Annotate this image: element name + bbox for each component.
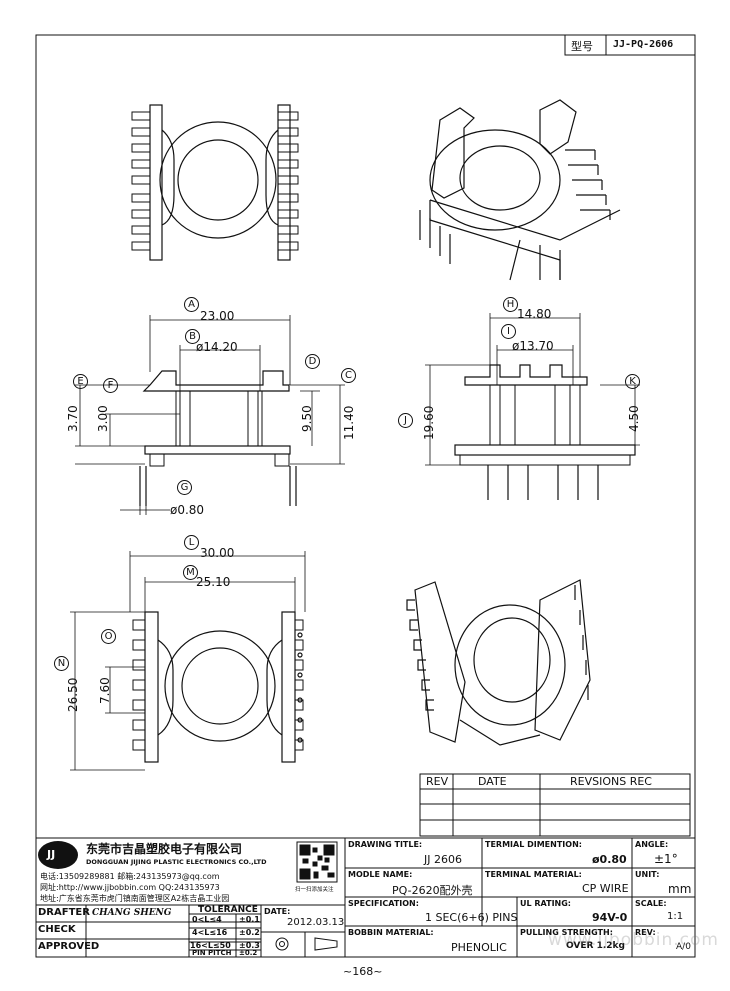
dim-l-value: 30.00: [200, 546, 235, 560]
dim-e-value: 3.70: [66, 405, 80, 432]
dim-b-circle: B: [185, 329, 200, 344]
bottom-view: [70, 551, 306, 771]
terminal-material: CP WIRE: [582, 882, 629, 895]
pulling: OVER 1.2kg: [566, 941, 625, 951]
qr-code: [297, 842, 337, 882]
angle-label: ANGLE:: [635, 840, 669, 849]
date-value: 2012.03.13: [287, 917, 345, 928]
rev-label: REV:: [635, 928, 656, 937]
dim-c-circle: C: [341, 368, 356, 383]
date-label: DATE:: [264, 907, 291, 916]
company-logo: JJ: [47, 848, 56, 861]
tol-range-3: 16<L≤50: [190, 941, 231, 950]
tol-value-1: ±0.1: [239, 915, 260, 924]
dim-f-circle: F: [103, 378, 118, 393]
model-label: 型号: [571, 40, 593, 53]
dim-f-value: 3.00: [96, 405, 110, 432]
dim-g-value: ø0.80: [170, 503, 205, 517]
qr-caption: 扫一扫添加关注: [295, 887, 334, 893]
revision-table: [419, 773, 691, 837]
dim-l-circle: L: [184, 535, 199, 550]
dim-n-circle: N: [54, 656, 69, 671]
terminal-dim-label: TERMIAL DIMENTION:: [485, 840, 582, 849]
sheet-border: [35, 34, 696, 958]
dim-e-circle: E: [73, 374, 88, 389]
company-name-cn: 东莞市吉晶塑胶电子有限公司: [86, 842, 243, 856]
dim-m-value: 25.10: [196, 575, 231, 589]
watermark: www.jjbobbin.com: [548, 930, 719, 950]
angle: ±1°: [654, 852, 678, 866]
drafter-label: DRAFTER: [38, 907, 90, 918]
iso-view-bottom: [406, 579, 591, 746]
module-name-label: MODLE NAME:: [348, 870, 413, 879]
tol-range-2: 4<L≤16: [192, 928, 228, 937]
dim-j-circle: J: [398, 413, 413, 428]
dim-d-value: 9.50: [300, 405, 314, 432]
terminal-dim: ø0.80: [592, 853, 627, 866]
iso-view-top: [419, 99, 621, 281]
dim-o-value: 7.60: [98, 677, 112, 704]
dim-i-value: ø13.70: [512, 339, 554, 353]
company-address: 地址:广东省东莞市虎门镇南面管理区A2栋吉晶工业园: [40, 894, 230, 903]
title-block-grid: [36, 837, 695, 957]
company-web: 网址:http://www.jjbobbin.com QQ:243135973: [40, 883, 220, 892]
model-box: [564, 34, 696, 56]
front-view: [75, 315, 345, 515]
dim-k-circle: K: [625, 374, 640, 389]
tol-range-1: 0<L≤4: [192, 915, 222, 924]
dim-m-circle: M: [183, 565, 198, 580]
unit: mm: [668, 882, 692, 896]
rev-header: REV: [426, 775, 449, 788]
dim-d-circle: D: [305, 354, 320, 369]
tol-value-2: ±0.2: [239, 928, 260, 937]
check-label: CHECK: [38, 924, 76, 935]
bobbin-material: PHENOLIC: [451, 941, 507, 954]
approved-label: APPROVED: [38, 941, 100, 952]
top-view: [131, 104, 299, 261]
dim-n-value: 26.50: [66, 677, 80, 712]
rev: A/0: [676, 942, 691, 952]
model-value: JJ-PQ-2606: [613, 39, 674, 50]
revisions-rec-header: REVSIONS REC: [570, 775, 652, 788]
dim-j-value: 19.60: [422, 405, 436, 440]
tolerance-label: TOLERANCE: [198, 905, 258, 915]
date-header: DATE: [478, 775, 507, 788]
unit-label: UNIT:: [635, 870, 660, 879]
scale-label: SCALE:: [635, 899, 667, 908]
tol-value-3: ±0.3: [239, 941, 260, 950]
tol-range-4: PIN PITCH: [192, 949, 232, 957]
dim-i-circle: I: [501, 324, 516, 339]
page-number: ~168~: [343, 965, 383, 978]
terminal-material-label: TERMINAL MATERIAL:: [485, 870, 582, 879]
dim-k-value: 4.50: [627, 405, 641, 432]
module-name: PQ-2620配外壳: [392, 884, 473, 897]
scale: 1:1: [667, 911, 684, 922]
tol-value-4: ±0.2: [239, 949, 258, 957]
projection-symbol: [274, 936, 338, 954]
company-phone: 电话:13509289881 邮箱:243135973@qq.com: [40, 872, 220, 881]
pulling-label: PULLING STRENGTH:: [520, 928, 613, 937]
side-view: [425, 313, 640, 500]
dim-a-value: 23.00: [200, 309, 235, 323]
company-name-en: DONGGUAN JIJING PLASTIC ELECTRONICS CO.,…: [86, 858, 267, 866]
bobbin-material-label: BOBBIN MATERIAL:: [348, 928, 434, 937]
spec-label: SPECIFICATION:: [348, 899, 419, 908]
drawing-title-label: DRAWING TITLE:: [348, 840, 423, 849]
dim-g-circle: G: [177, 480, 192, 495]
dim-h-value: 14.80: [517, 307, 552, 321]
drafter-name: CHANG SHENG: [92, 908, 172, 918]
drawing-title: JJ 2606: [424, 853, 462, 866]
dim-b-value: ø14.20: [196, 340, 238, 354]
spec: 1 SEC(6+6) PINS: [425, 911, 518, 924]
dim-a-circle: A: [184, 297, 199, 312]
ul-label: UL RATING:: [520, 899, 572, 908]
dim-h-circle: H: [503, 297, 518, 312]
dim-o-circle: O: [101, 629, 116, 644]
ul: 94V-0: [592, 911, 628, 924]
dim-c-value: 11.40: [342, 405, 356, 440]
